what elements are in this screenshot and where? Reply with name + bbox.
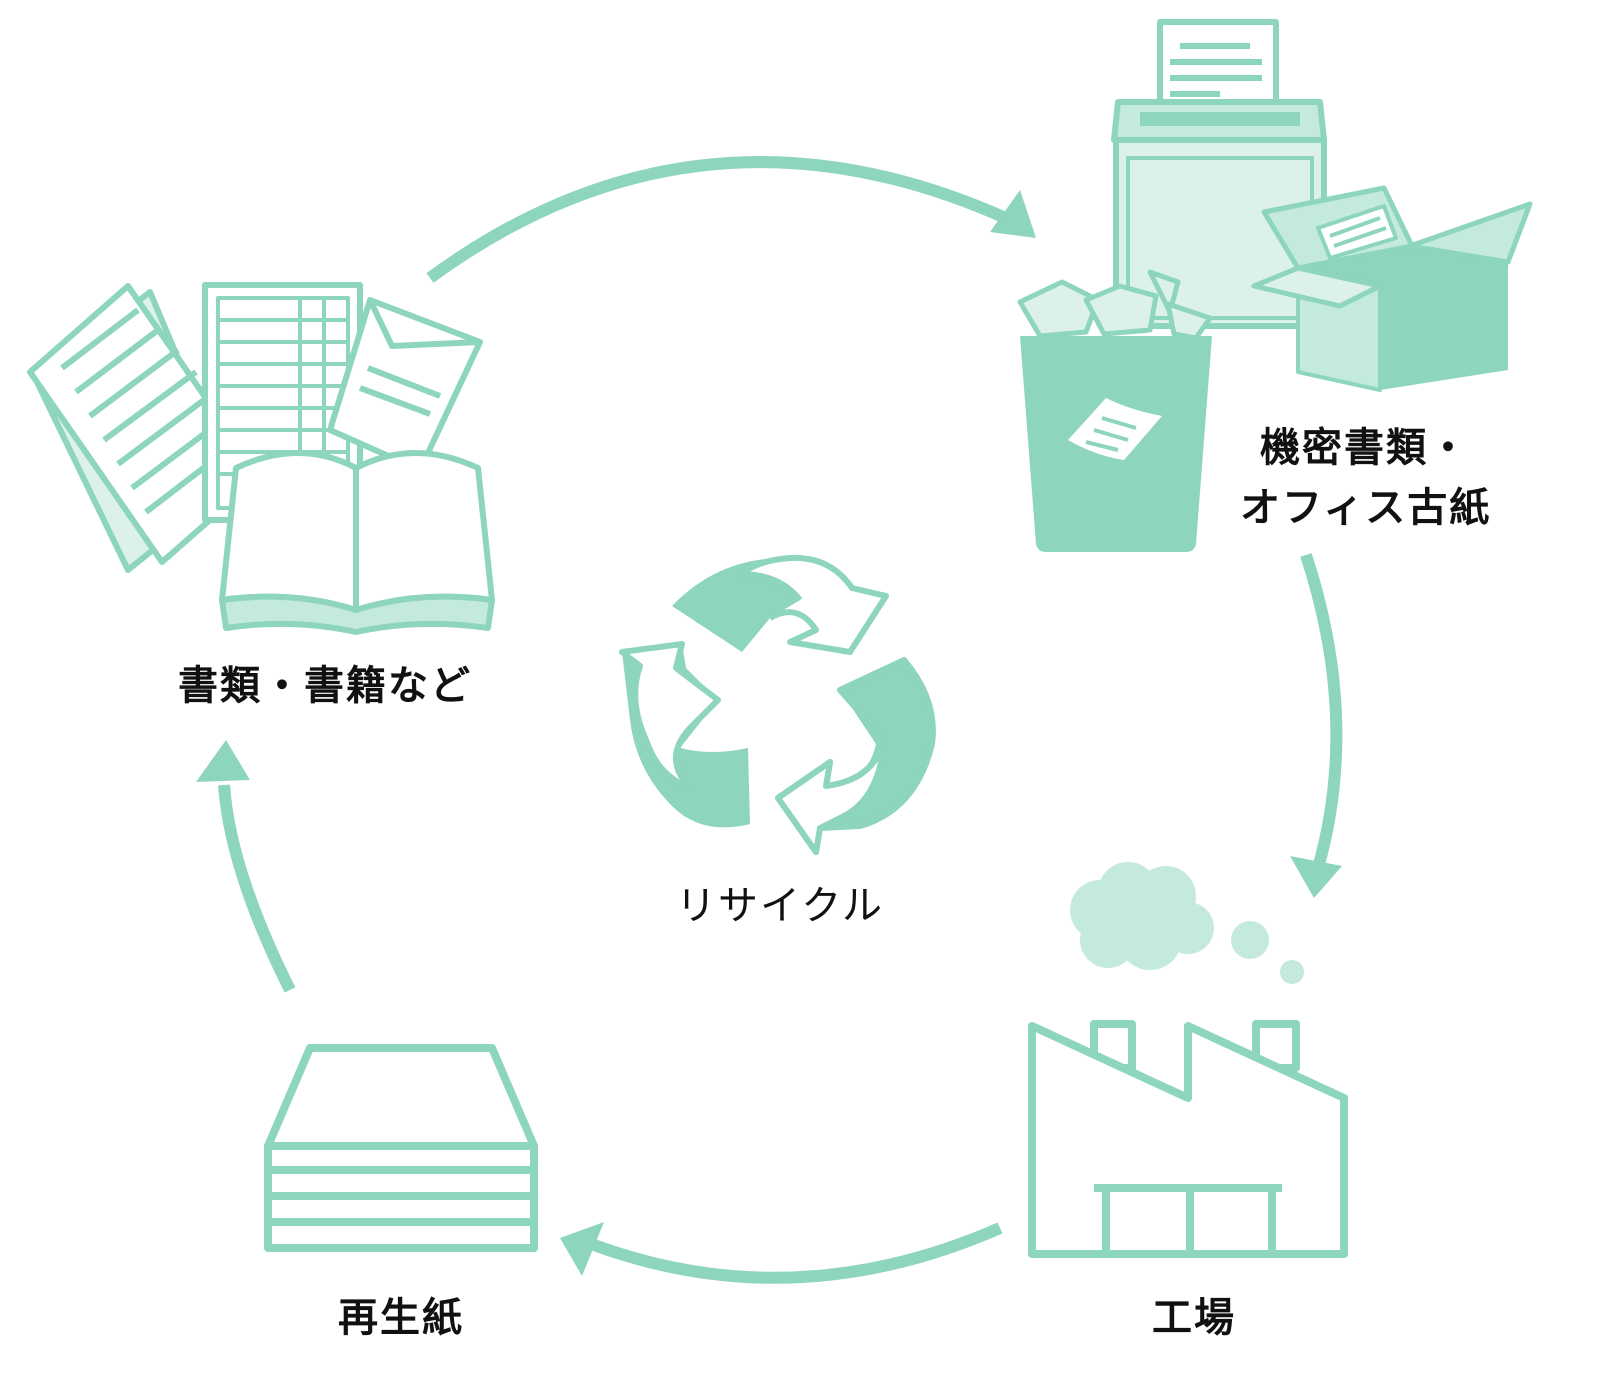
recycle-label: リサイクル <box>676 883 884 929</box>
paper-stack-icon <box>264 1044 538 1252</box>
arrowhead-right <box>1290 856 1342 898</box>
recycled-paper-label: 再生紙 <box>338 1295 464 1341</box>
factory-icon <box>1028 862 1348 1258</box>
confidential-paper-label-line1: 機密書類・ <box>1260 425 1470 471</box>
arrow-documents-to-confidential <box>426 156 1013 283</box>
arrowhead-top <box>990 190 1036 238</box>
arrow-confidential-to-factory <box>1300 553 1343 870</box>
confidential-paper-label: 機密書類・ オフィス古紙 <box>1240 418 1490 538</box>
arrowhead-left <box>196 740 250 782</box>
shredder-bin-box-icon <box>1017 19 1533 552</box>
arrow-recycled-paper-to-documents <box>218 784 296 993</box>
documents-label: 書類・書籍など <box>178 663 472 709</box>
recycle-icon <box>619 554 936 855</box>
confidential-paper-label-line2: オフィス古紙 <box>1240 485 1492 531</box>
smoke-cloud <box>1070 862 1304 984</box>
arrow-heads <box>196 190 1342 1276</box>
arrow-factory-to-recycled-paper <box>583 1222 1003 1284</box>
arrowhead-bottom <box>560 1222 604 1276</box>
documents-books-icon <box>27 282 495 635</box>
cycle-arrows <box>218 156 1343 1284</box>
factory-label: 工場 <box>1152 1295 1236 1341</box>
